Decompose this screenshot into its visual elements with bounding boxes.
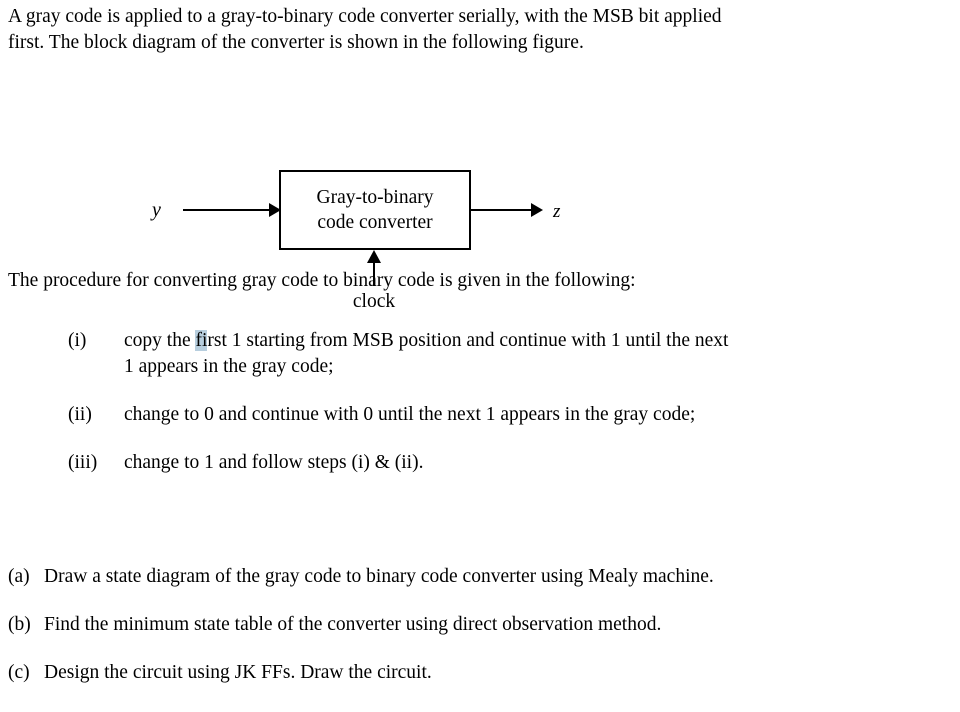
question-item: (c) Design the circuit using JK FFs. Dra… [0,660,960,686]
selected-text-highlight: fi [195,330,208,351]
question-text: Find the minimum state table of the conv… [44,614,662,635]
text-before-highlight: copy the [124,330,196,351]
clock-arrow-line [373,262,375,286]
procedure-list: (i) copy the first 1 starting from MSB p… [0,328,960,498]
input-arrow-line [183,209,271,211]
text-after-highlight: rst 1 starting from MSB position and con… [207,330,729,351]
block-diagram-figure: y Gray-to-binary code converter z clock [0,80,960,312]
question-marker: (b) [8,614,31,635]
question-marker: (c) [8,662,30,683]
list-item-body: change to 1 and follow steps (i) & (ii). [124,450,936,476]
question-item: (a) Draw a state diagram of the gray cod… [0,564,960,590]
list-item: (iii) change to 1 and follow steps (i) &… [0,450,960,476]
intro-paragraph: A gray code is applied to a gray-to-bina… [8,4,948,56]
output-arrow-line [471,209,533,211]
converter-label-line-1: Gray-to-binary [316,187,434,208]
converter-block-label: Gray-to-binary code converter [281,172,469,248]
intro-line-1: A gray code is applied to a gray-to-bina… [8,6,722,27]
intro-line-2: first. The block diagram of the converte… [8,32,584,53]
list-item: (ii) change to 0 and continue with 0 unt… [0,402,960,428]
list-item-body: change to 0 and continue with 0 until th… [124,402,936,428]
procedure-lead-in: The procedure for converting gray code t… [8,270,636,291]
question-text: Design the circuit using JK FFs. Draw th… [44,662,432,683]
clock-arrow-head-icon [367,250,381,263]
converter-block: Gray-to-binary code converter [279,170,471,250]
input-signal-label: y [152,199,161,221]
output-arrow-head-icon [531,203,543,217]
list-item-line-1: change to 0 and continue with 0 until th… [124,404,696,425]
list-item: (i) copy the first 1 starting from MSB p… [0,328,960,380]
clock-signal-label: clock [352,291,396,312]
converter-label-line-2: code converter [317,212,433,233]
list-marker: (ii) [68,404,92,425]
list-marker: (i) [68,330,87,351]
list-item-body: copy the first 1 starting from MSB posit… [124,328,936,380]
question-list: (a) Draw a state diagram of the gray cod… [0,564,960,708]
list-marker: (iii) [68,452,98,473]
list-item-line-1: copy the first 1 starting from MSB posit… [124,328,936,354]
list-item-line-2: 1 appears in the gray code; [124,356,334,377]
question-item: (b) Find the minimum state table of the … [0,612,960,638]
list-item-line-1: change to 1 and follow steps (i) & (ii). [124,452,424,473]
input-arrow-head-icon [269,203,281,217]
question-text: Draw a state diagram of the gray code to… [44,566,714,587]
question-marker: (a) [8,566,30,587]
output-signal-label: z [553,201,561,222]
